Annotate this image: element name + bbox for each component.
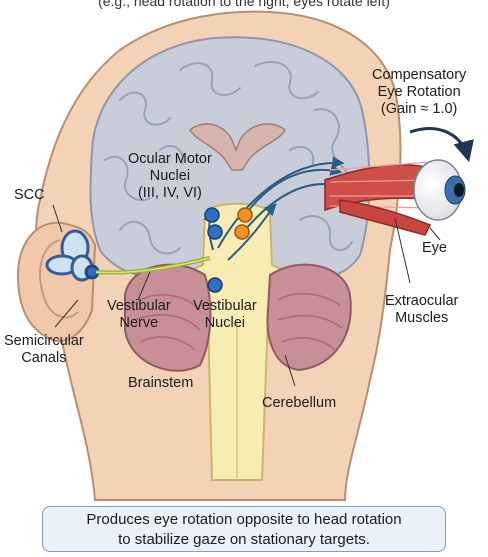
label-eye: Eye (422, 240, 447, 257)
label-ocular-motor-nuclei: Ocular Motor Nuclei (III, IV, VI) (128, 151, 212, 202)
caption-line-2: to stabilize gaze on stationary targets. (43, 530, 445, 550)
ocular-motor-node-1 (205, 208, 219, 222)
ocular-motor-node-2 (208, 225, 222, 239)
label-extraocular-muscles: Extraocular Muscles (385, 293, 458, 327)
caption-box: Produces eye rotation opposite to head r… (42, 506, 446, 552)
label-cerebellum: Cerebellum (262, 395, 336, 412)
ocular-motor-node-3 (238, 208, 252, 222)
label-compensatory-eye-rotation: Compensatory Eye Rotation (Gain ≈ 1.0) (372, 67, 466, 118)
rotation-arrow (410, 129, 468, 158)
ocular-motor-node-4 (235, 225, 249, 239)
label-semicircular-canals: Semicircular Canals (4, 333, 84, 367)
vestibular-nucleus-node (208, 278, 222, 292)
label-brainstem: Brainstem (128, 375, 193, 392)
label-scc: SCC (14, 187, 45, 204)
label-vestibular-nuclei: Vestibular Nuclei (193, 298, 257, 332)
label-vestibular-nerve: Vestibular Nerve (107, 298, 171, 332)
caption-line-1: Produces eye rotation opposite to head r… (43, 510, 445, 530)
top-cut-text: (e.g., head rotation to the right, eyes … (98, 0, 390, 9)
